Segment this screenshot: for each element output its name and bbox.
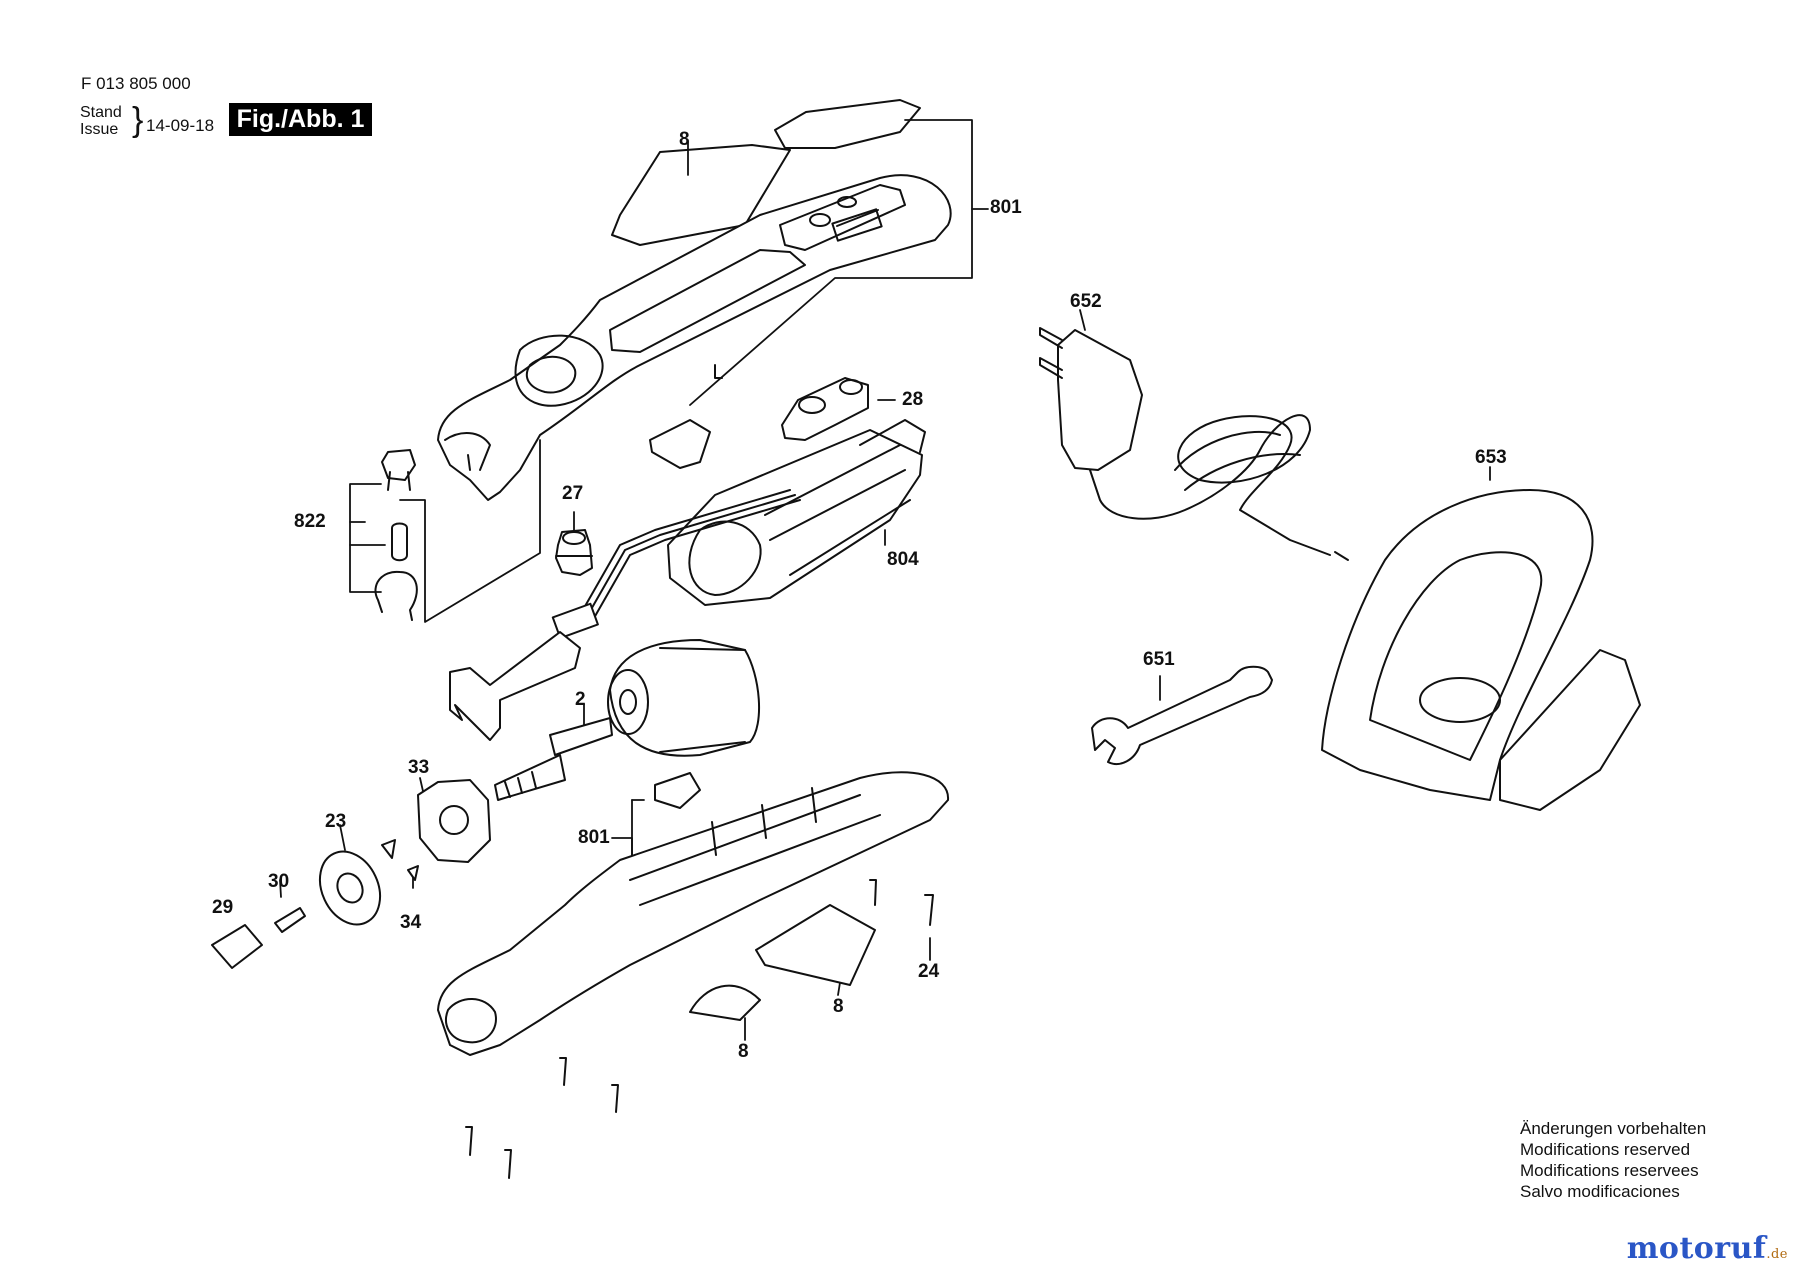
issue-date: 14-09-18 [146,116,215,135]
callout-33: 33 [408,757,430,778]
foam-pad-upper [649,419,711,469]
note-en: Modifications reserved [1520,1140,1691,1159]
watermark-name: motoruf [1626,1231,1767,1266]
callout-8-top: 8 [679,129,690,150]
motor [494,639,760,801]
washer [318,850,382,926]
stand-label: Stand [80,104,122,121]
switch-cap [781,377,869,441]
note-fr: Modifications reservees [1520,1161,1699,1180]
power-adapter [1039,327,1349,561]
housing-lower-half [437,771,950,1056]
callout-29: 29 [212,897,234,918]
spindle-lock-parts [374,449,418,621]
callout-24: 24 [918,961,940,982]
label-sheet-small [689,984,761,1021]
motor-bracket [449,631,581,741]
callout-8-mid: 8 [833,996,844,1017]
housing-upper-half [437,174,952,501]
screws [381,839,934,1179]
callout-653: 653 [1475,447,1507,468]
note-de: Änderungen vorbehalten [1520,1119,1707,1138]
end-plate-hole [439,805,469,835]
stand-issue-label: Stand Issue [80,104,122,138]
note-es: Salvo modificaciones [1520,1182,1680,1201]
callout-804: 804 [887,549,919,570]
modification-notes: Änderungen vorbehalten Modifications res… [1520,1118,1706,1202]
part-number: F 013 805 000 [81,74,191,93]
brace-glyph: } [132,101,144,139]
callout-28: 28 [902,389,924,410]
collet [274,907,306,933]
callout-8-bottom: 8 [738,1041,749,1062]
battery-pack-board [551,419,926,640]
label-sheet-lower [755,904,876,986]
callout-23: 23 [325,811,347,832]
watermark-logo: motoruf.de [1627,1231,1788,1266]
spanner [1091,665,1273,765]
callout-801-bottom: 801 [578,827,610,848]
callout-801-top: 801 [990,197,1022,218]
callout-30: 30 [268,871,290,892]
callout-652: 652 [1070,291,1102,312]
label-sheet-top [611,99,921,246]
figure-badge: Fig./Abb. 1 [229,103,372,136]
callout-822: 822 [294,511,326,532]
collet-nut [211,924,263,969]
charger-base [1321,489,1641,811]
end-plate [417,779,491,863]
watermark-tld: .de [1766,1247,1788,1262]
bearing-knob [555,529,593,576]
callout-27: 27 [562,483,584,504]
callout-2: 2 [575,689,586,710]
callout-34: 34 [400,912,422,933]
issue-label: Issue [80,121,119,138]
leader-lines [279,119,1491,1041]
callout-651: 651 [1143,649,1175,670]
